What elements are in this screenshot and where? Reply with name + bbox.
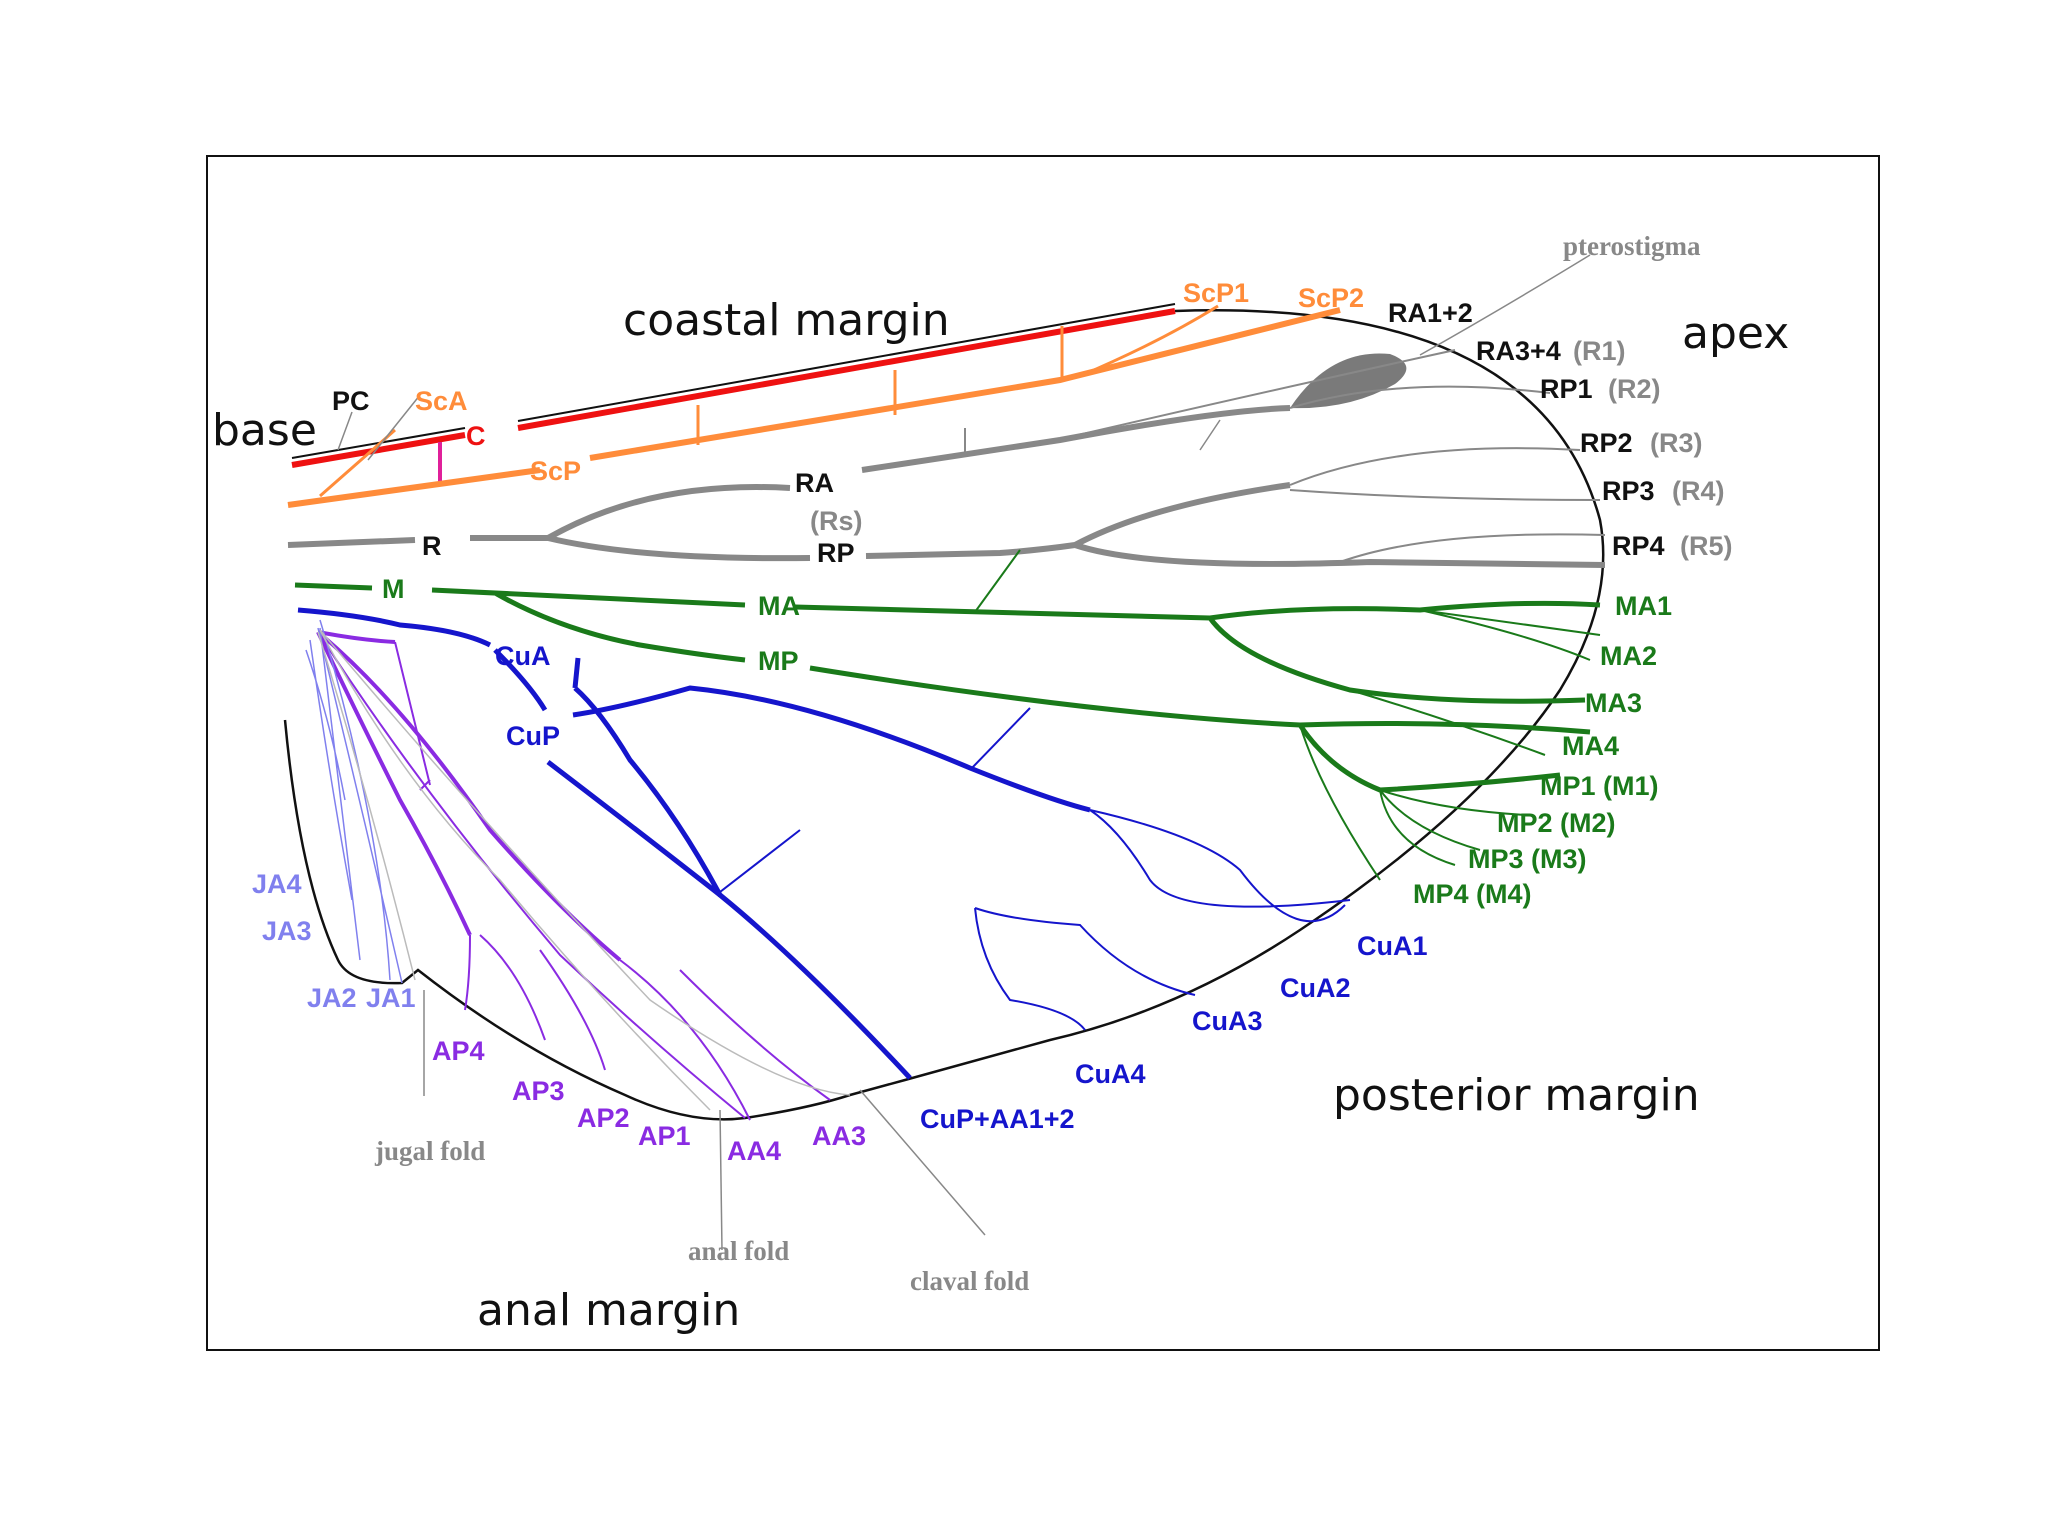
region-label-base: base	[212, 405, 317, 456]
vein-label-cua4: CuA4	[1075, 1059, 1146, 1089]
vein-label-ja4: JA4	[252, 869, 302, 899]
diagram-frame	[206, 155, 1880, 1351]
vein-label-aa3: AA3	[812, 1121, 866, 1151]
vein-label-cup: CuP	[506, 721, 560, 751]
vein-label-cua2: CuA2	[1280, 973, 1351, 1003]
vein-label-mp4: MP4 (M4)	[1413, 879, 1532, 909]
vein-label-pc: PC	[332, 386, 370, 416]
vein-label-c: C	[466, 421, 486, 451]
vein-label-rp1-alt: (R2)	[1608, 374, 1661, 404]
region-label-posterior-margin: posterior margin	[1333, 1070, 1700, 1121]
vein-label-ma3: MA3	[1585, 688, 1642, 718]
jugal-veins	[305, 619, 403, 984]
vein-label-mp1: MP1 (M1)	[1540, 771, 1659, 801]
media-branches	[974, 549, 1601, 881]
vein-label-rp3-alt: (R4)	[1672, 476, 1725, 506]
region-label-anal-margin: anal margin	[477, 1285, 740, 1336]
leader-lines	[337, 254, 1591, 1251]
fold-lines	[317, 629, 851, 1111]
vein-label-ra12: RA1+2	[1388, 298, 1473, 328]
region-label-coastal-margin: coastal margin	[623, 295, 950, 346]
vein-label-sca: ScA	[415, 386, 468, 416]
vein-label-mp3: MP3 (M3)	[1468, 844, 1587, 874]
vein-label-rp2: RP2	[1580, 428, 1633, 458]
vein-label-ra34: RA3+4	[1476, 336, 1561, 366]
vein-label-cua1: CuA1	[1357, 931, 1428, 961]
costa-vein-base	[291, 432, 466, 468]
media-vein	[294, 582, 1601, 793]
vein-label-scp1: ScP1	[1183, 278, 1249, 308]
vein-label-cua3: CuA3	[1192, 1006, 1263, 1036]
label-anal-fold: anal fold	[688, 1236, 789, 1266]
vein-label-rp4: RP4	[1612, 531, 1665, 561]
vein-label-cup-aa12: CuP+AA1+2	[920, 1104, 1075, 1134]
vein-label-ap1: AP1	[638, 1121, 691, 1151]
vein-label-cua: CuA	[495, 641, 551, 671]
vein-label-rp4-alt: (R5)	[1680, 531, 1733, 561]
region-label-apex: apex	[1682, 308, 1789, 359]
radius-branches	[964, 349, 1606, 563]
vein-label-scp: ScP	[530, 456, 581, 486]
vein-label-aa4: AA4	[727, 1136, 781, 1166]
vein-label-ap4: AP4	[432, 1036, 485, 1066]
vein-label-mp2: MP2 (M2)	[1497, 808, 1616, 838]
vein-label-scp2: ScP2	[1298, 283, 1364, 313]
subcosta-branches	[319, 304, 1219, 498]
cubitus-vein	[297, 607, 1091, 1080]
vein-label-rp2-alt: (R3)	[1650, 428, 1703, 458]
cubitus-branches	[719, 707, 1351, 1031]
wing-outline	[283, 309, 1605, 1121]
vein-label-mp: MP	[758, 646, 799, 676]
vein-label-rp1: RP1	[1540, 374, 1593, 404]
vein-label-ja2: JA2	[307, 983, 357, 1013]
label-jugal-fold: jugal fold	[374, 1136, 485, 1166]
pterostigma-shape	[1290, 353, 1407, 409]
vein-label-ma2: MA2	[1600, 641, 1657, 671]
vein-label-ap3: AP3	[512, 1076, 565, 1106]
cubitus-posterior	[546, 760, 722, 897]
vein-label-r: R	[422, 531, 442, 561]
vein-label-ma: MA	[758, 591, 800, 621]
vein-label-m: M	[382, 574, 405, 604]
radius-vein	[287, 405, 1606, 568]
vein-label-rp3: RP3	[1602, 476, 1655, 506]
vein-label-rs: (Rs)	[810, 506, 863, 536]
anal-posterior-branches	[317, 631, 831, 1121]
vein-label-ja1: JA1	[366, 983, 416, 1013]
vein-label-ra: RA	[795, 468, 834, 498]
label-pterostigma: pterostigma	[1563, 231, 1701, 261]
label-claval-fold: claval fold	[910, 1266, 1029, 1296]
vein-label-rp: RP	[817, 538, 855, 568]
costa-border	[517, 303, 1176, 422]
vein-label-ma1: MA1	[1615, 591, 1672, 621]
vein-label-ap2: AP2	[577, 1103, 630, 1133]
costa-vein	[517, 308, 1176, 431]
vein-label-ma4: MA4	[1562, 731, 1619, 761]
vein-label-ja3: JA3	[262, 916, 312, 946]
vein-label-ra34-alt: (R1)	[1573, 336, 1626, 366]
